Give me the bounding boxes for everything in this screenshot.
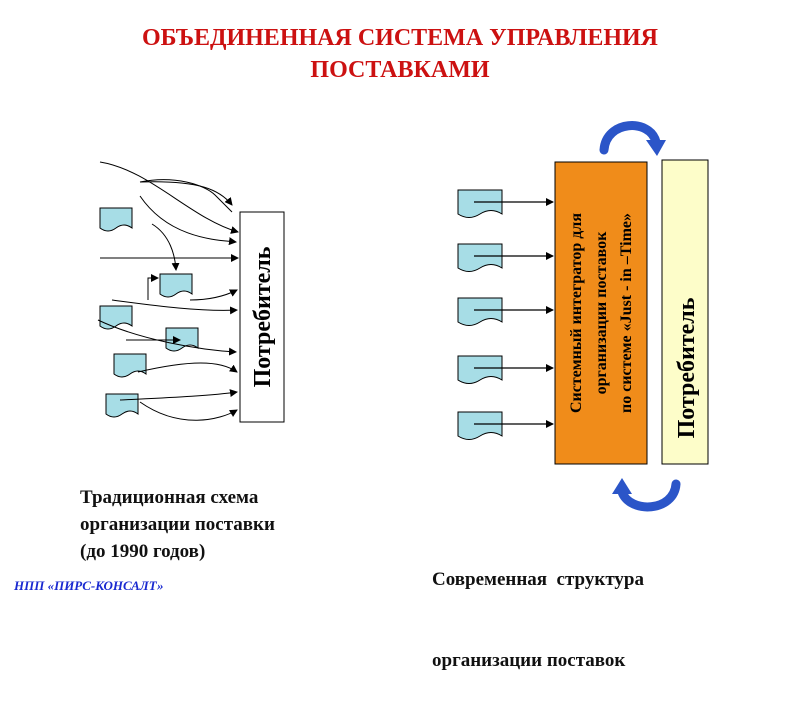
doc-shape — [105, 393, 139, 418]
doc-shape — [457, 411, 503, 440]
caption-modern: Современная структура организации постав… — [432, 512, 644, 701]
doc-shape — [113, 353, 147, 378]
integrator-line-2: организации поставок — [593, 231, 610, 395]
tangled-arrows — [97, 161, 239, 421]
right-consumer-label: Потребитель — [674, 297, 700, 438]
circular-arrow-bottom-icon — [612, 478, 681, 512]
right-consumer-box — [661, 159, 709, 465]
title-line-2: ПОСТАВКАМИ — [310, 57, 490, 83]
caption-traditional: Традиционная схема организации поставки … — [80, 484, 275, 565]
page-title: ОБЪЕДИНЕННАЯ СИСТЕМА УПРАВЛЕНИЯ ПОСТАВКА… — [0, 22, 800, 86]
integrator-line-3: по системе «Just - in –Time» — [618, 213, 635, 413]
footer-company: НПП «ПИРС-КОНСАЛТ» — [14, 578, 164, 593]
doc-shape — [165, 327, 199, 352]
doc-shape — [457, 243, 503, 272]
doc-shape — [159, 273, 193, 298]
doc-shape — [457, 189, 503, 218]
left-consumer-box — [239, 211, 285, 423]
integrator-line-1: Системный интегратор для — [568, 213, 585, 413]
left-diagram: Потребитель — [97, 161, 285, 423]
title-line-1: ОБЪЕДИНЕННАЯ СИСТЕМА УПРАВЛЕНИЯ — [141, 25, 659, 51]
caption-modern-line-2: организации поставок — [432, 650, 626, 671]
doc-shape — [457, 297, 503, 326]
circular-arrow-top-icon — [599, 121, 666, 156]
direct-arrows — [474, 198, 554, 428]
right-diagram: Системный интегратор для организации пос… — [457, 121, 709, 512]
integrator-box — [554, 161, 648, 465]
caption-traditional-line-3: (до 1990 годов) — [80, 541, 206, 562]
supply-diagram: Потребитель Системный интегратор для — [97, 121, 709, 512]
caption-traditional-line-1: Традиционная схема — [80, 487, 259, 508]
left-consumer-label: Потребитель — [250, 246, 276, 387]
caption-traditional-line-2: организации поставки — [80, 514, 275, 535]
caption-modern-line-1: Современная структура — [432, 569, 644, 590]
doc-shape — [457, 355, 503, 384]
doc-shape — [99, 305, 133, 330]
doc-shape — [99, 207, 133, 232]
